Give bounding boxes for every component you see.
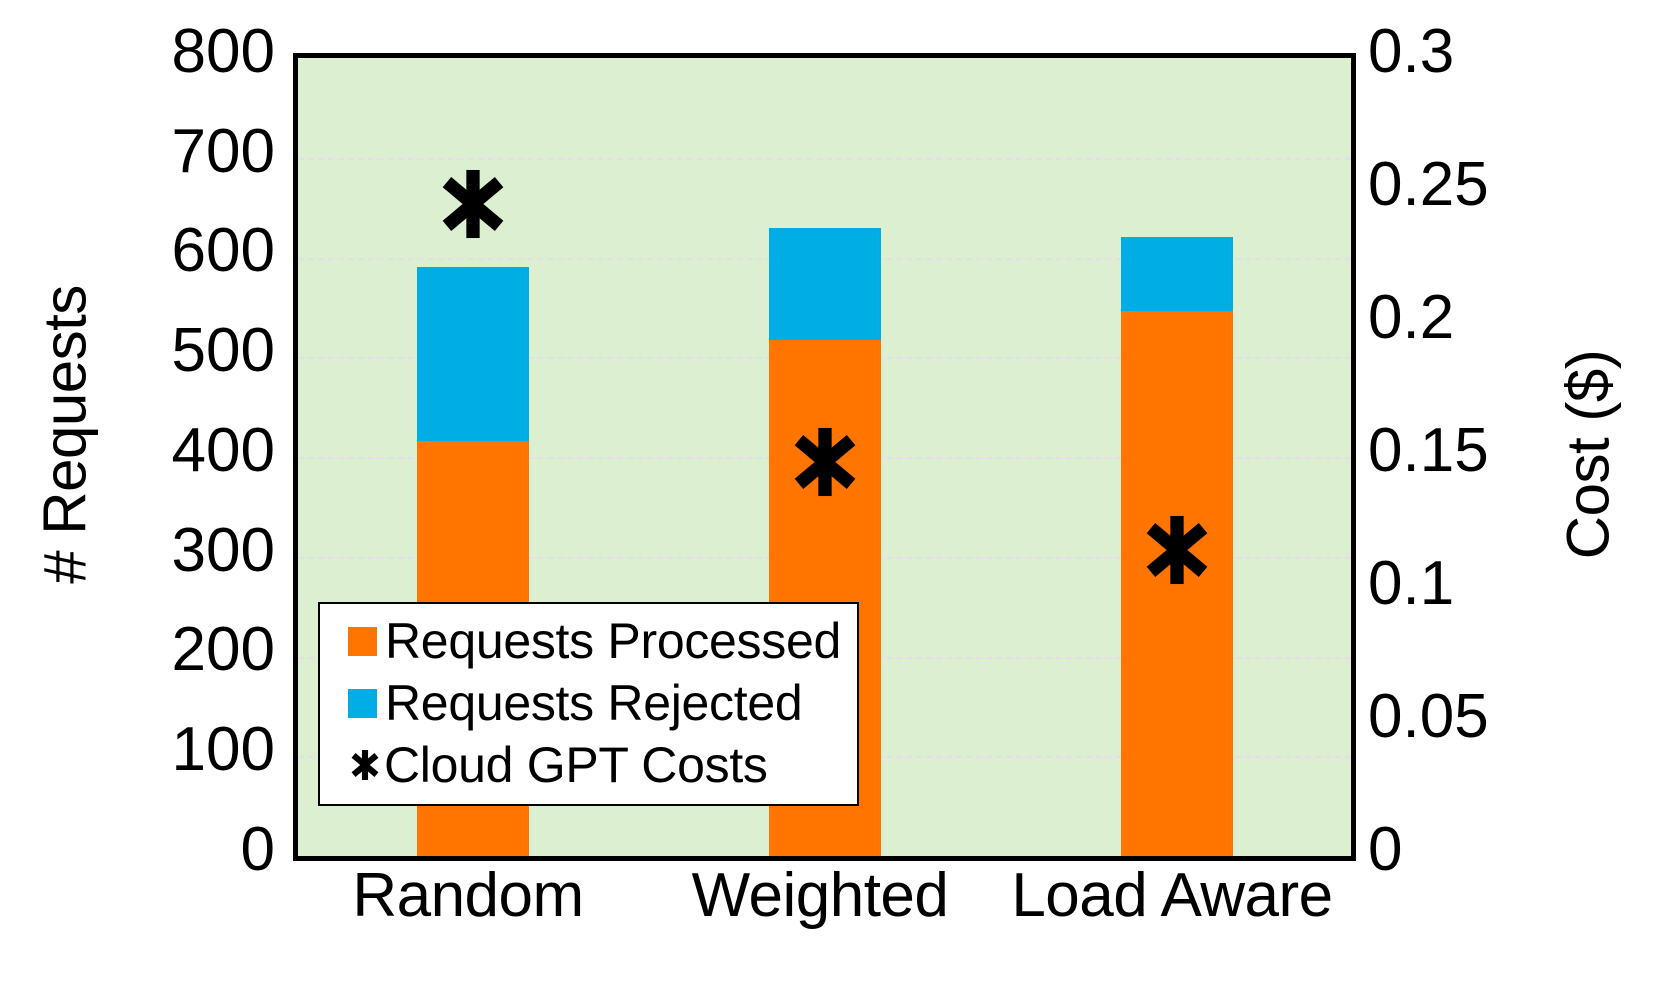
y-tick-left-500: 500 [171, 316, 275, 385]
x-category-label-random: Random [352, 861, 584, 930]
gridline [298, 157, 1351, 160]
y-axis-right-title: Cost ($) [1554, 349, 1622, 560]
y-tick-left-400: 400 [171, 415, 275, 485]
y-tick-right-0.15: 0.15 [1368, 415, 1489, 485]
y-tick-right-0: 0 [1368, 814, 1403, 884]
x-marker-icon [348, 748, 382, 782]
y-tick-right-0.3: 0.3 [1368, 16, 1455, 86]
legend-item-cloud-gpt-costs: Cloud GPT Costs [320, 734, 857, 796]
legend-item-requests-processed: Requests Processed [320, 610, 857, 672]
y-axis-left-title: # Requests [31, 285, 99, 584]
legend-swatch-icon-rejected [348, 688, 377, 718]
y-tick-right-0.1: 0.1 [1368, 548, 1455, 618]
chart-legend: Requests Processed Requests Rejected Clo… [318, 602, 859, 806]
bar-segment-requests-rejected[interactable] [417, 267, 529, 442]
y-tick-right-0.2: 0.2 [1368, 282, 1455, 352]
y-tick-left-700: 700 [171, 116, 275, 186]
bar-group-load-aware[interactable] [1121, 58, 1233, 856]
x-category-label-load-aware: Load Aware [1011, 861, 1333, 930]
cost-marker-load-aware[interactable] [1140, 513, 1214, 587]
y-tick-left-100: 100 [171, 715, 275, 784]
y-tick-left-300: 300 [171, 515, 275, 585]
legend-label-rejected: Requests Rejected [385, 675, 803, 731]
legend-label-cloud-gpt-costs: Cloud GPT Costs [384, 737, 768, 793]
legend-item-requests-rejected: Requests Rejected [320, 672, 857, 734]
bar-segment-requests-rejected[interactable] [1121, 236, 1233, 312]
y-tick-left-600: 600 [171, 216, 275, 286]
y-tick-left-800: 800 [171, 16, 275, 86]
y-tick-left-0: 0 [240, 814, 275, 884]
y-tick-left-200: 200 [171, 615, 275, 685]
y-tick-right-0.25: 0.25 [1368, 149, 1489, 219]
legend-swatch-icon-processed [348, 626, 377, 656]
bar-segment-requests-rejected[interactable] [769, 227, 881, 341]
cost-marker-weighted[interactable] [788, 425, 862, 499]
cost-marker-random[interactable] [436, 167, 510, 241]
legend-label-processed: Requests Processed [385, 613, 841, 669]
x-category-label-weighted: Weighted [691, 861, 949, 930]
y-tick-right-0.05: 0.05 [1368, 681, 1489, 751]
